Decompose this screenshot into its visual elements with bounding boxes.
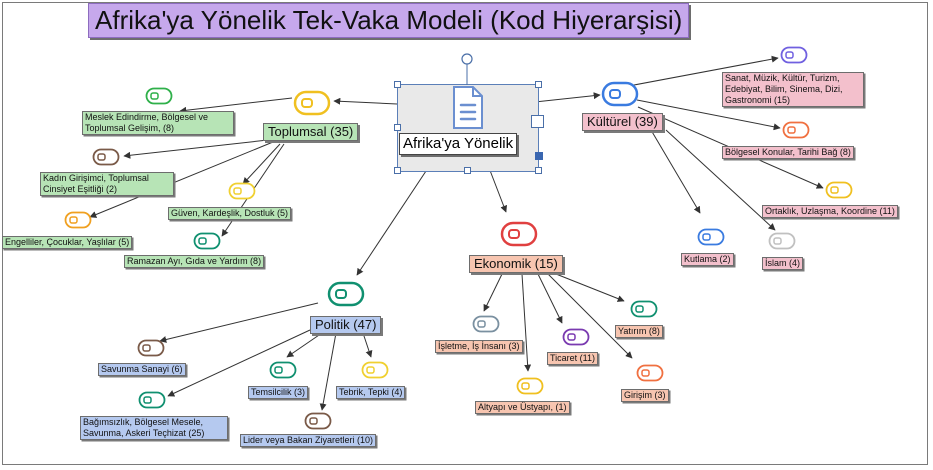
category-politik[interactable]: Politik (47) xyxy=(310,316,382,334)
tag-icon[interactable] xyxy=(825,181,853,199)
diagram-frame xyxy=(2,2,928,465)
code-savunma-sanayi[interactable]: Savunma Sanayi (6) xyxy=(98,363,186,376)
corner-marker-icon xyxy=(535,152,543,160)
tag-icon[interactable] xyxy=(562,328,590,346)
code-guven[interactable]: Güven, Kardeşlik, Dostluk (5) xyxy=(168,207,292,220)
code-temsilcilik[interactable]: Temsilcilik (3) xyxy=(248,386,308,399)
tag-icon[interactable] xyxy=(64,211,92,229)
arrow-yatirim xyxy=(555,273,625,302)
resize-handle-e[interactable] xyxy=(531,115,544,128)
tag-icon[interactable] xyxy=(780,46,808,64)
code-sanat[interactable]: Sanat, Müzik, Kültür, Turizm, Edebiyat, … xyxy=(722,72,864,107)
arrow-girisim xyxy=(547,273,633,359)
tag-icon[interactable] xyxy=(137,339,165,357)
arrow-engelliler xyxy=(89,141,274,218)
code-tebrik[interactable]: Tebrik, Tepki (4) xyxy=(336,386,406,399)
code-meslek-edindirme[interactable]: Meslek Edindirme, Bölgesel ve Toplumsal … xyxy=(82,111,234,135)
arrow-center-politik xyxy=(356,161,433,276)
code-kadin-girisimci[interactable]: Kadın Girişimci, Toplumsal Cinsiyet Eşit… xyxy=(40,172,174,196)
code-lider-ziyaretleri[interactable]: Lider veya Bakan Ziyaretleri (10) xyxy=(240,434,377,447)
tag-icon[interactable] xyxy=(636,364,664,382)
resize-handle-s[interactable] xyxy=(464,167,471,174)
code-ramazan[interactable]: Ramazan Ayı, Gıda ve Yardım (8) xyxy=(124,255,265,268)
arrow-bolgesel xyxy=(636,99,781,131)
tag-icon[interactable] xyxy=(500,221,538,247)
tag-icon[interactable] xyxy=(472,315,500,333)
resize-handle-ne[interactable] xyxy=(535,81,542,88)
category-ekonomik[interactable]: Ekonomik (15) xyxy=(469,255,563,273)
tag-icon[interactable] xyxy=(293,90,331,116)
code-bolgesel-konular[interactable]: Bölgesel Konular, Tarihi Bağ (8) xyxy=(722,146,854,159)
tag-icon[interactable] xyxy=(768,232,796,250)
arrow-savunma xyxy=(159,302,319,343)
arrow-guven xyxy=(242,143,281,185)
code-isletme[interactable]: İşletme, İş İnsanı (3) xyxy=(435,340,523,353)
tag-icon[interactable] xyxy=(361,361,389,379)
tag-icon[interactable] xyxy=(782,121,810,139)
code-ticaret[interactable]: Ticaret (11) xyxy=(547,352,599,365)
arrow-isletme xyxy=(483,271,504,312)
arrow-ticaret xyxy=(537,273,563,324)
resize-handle-se[interactable] xyxy=(535,167,542,174)
tag-icon[interactable] xyxy=(304,412,332,430)
tag-icon[interactable] xyxy=(92,148,120,166)
arrow-lider xyxy=(319,332,337,411)
resize-handle-sw[interactable] xyxy=(394,167,401,174)
code-kutlama[interactable]: Kutlama (2) xyxy=(681,253,734,266)
code-bagimsizlik[interactable]: Bağımsızlık, Bölgesel Mesele, Savunma, A… xyxy=(80,416,228,440)
resize-handle-w[interactable] xyxy=(394,124,401,131)
center-node-label: Afrika'ya Yönelik xyxy=(399,133,518,155)
code-islam[interactable]: İslam (4) xyxy=(762,257,804,270)
arrow-sanat xyxy=(633,55,779,86)
arrow-islam xyxy=(665,129,776,231)
arrow-kadin xyxy=(123,139,269,159)
tag-icon[interactable] xyxy=(327,281,365,307)
arrow-meslek xyxy=(179,97,293,114)
tag-icon[interactable] xyxy=(697,228,725,246)
tag-icon[interactable] xyxy=(516,377,544,395)
tag-icon[interactable] xyxy=(228,182,256,200)
arrow-temsilcilik xyxy=(286,332,323,358)
category-kulturel[interactable]: Kültürel (39) xyxy=(582,113,663,131)
document-icon xyxy=(453,86,483,129)
arrow-kutlama xyxy=(650,129,701,214)
tag-icon[interactable] xyxy=(630,300,658,318)
code-engelliler[interactable]: Engelliler, Çocuklar, Yaşlılar (5) xyxy=(2,236,133,249)
tag-icon[interactable] xyxy=(138,391,166,409)
page-title: Afrika'ya Yönelik Tek-Vaka Modeli (Kod H… xyxy=(88,3,690,38)
rotate-handle-icon[interactable] xyxy=(460,52,474,86)
code-yatirim[interactable]: Yatırım (8) xyxy=(615,325,663,338)
code-ortaklik[interactable]: Ortaklık, Uzlaşma, Koordine (11) xyxy=(762,205,898,218)
code-altyapi[interactable]: Altyapı ve Üstyapı, (1) xyxy=(475,401,570,414)
arrow-altyapi xyxy=(521,273,532,372)
tag-icon[interactable] xyxy=(193,232,221,250)
category-toplumsal[interactable]: Toplumsal (35) xyxy=(263,123,359,141)
tag-icon[interactable] xyxy=(145,87,173,105)
tag-icon[interactable] xyxy=(601,81,639,107)
code-girisim[interactable]: Girişim (3) xyxy=(621,389,669,402)
arrow-bagimsizlik xyxy=(167,329,311,397)
tag-icon[interactable] xyxy=(269,361,297,379)
arrow-tebrik xyxy=(362,332,373,358)
resize-handle-nw[interactable] xyxy=(394,81,401,88)
